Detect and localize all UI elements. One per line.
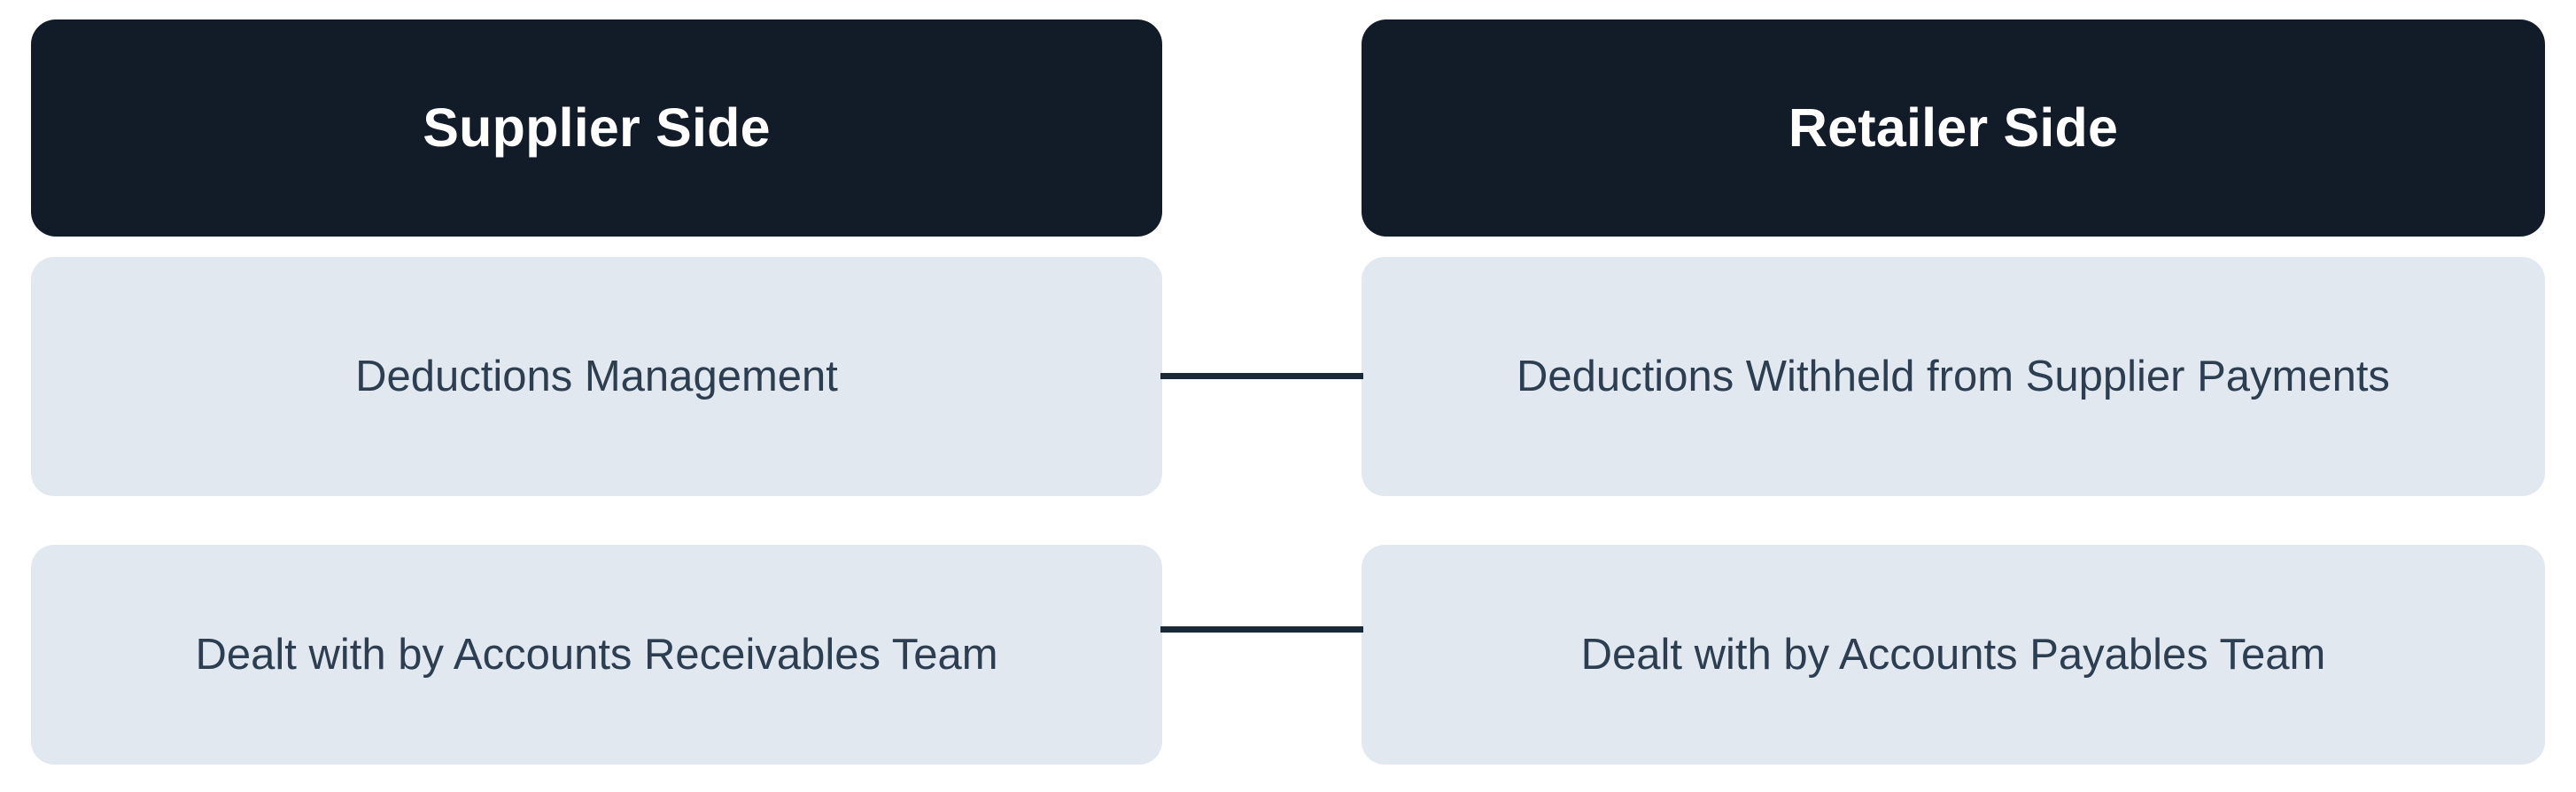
supplier-node-accounts-receivables-team-label: Dealt with by Accounts Receivables Team (195, 630, 998, 679)
retailer-side-header-label: Retailer Side (1788, 97, 2119, 159)
supplier-node-deductions-management-label: Deductions Management (355, 352, 838, 400)
retailer-node-accounts-payables-team-label: Dealt with by Accounts Payables Team (1580, 630, 2326, 679)
supplier-node-accounts-receivables-team: Dealt with by Accounts Receivables Team (31, 545, 1162, 765)
retailer-side-header: Retailer Side (1362, 19, 2545, 237)
supplier-node-deductions-management: Deductions Management (31, 257, 1162, 496)
connector-row-2 (1160, 626, 1363, 633)
supplier-side-header: Supplier Side (31, 19, 1162, 237)
connector-row-1 (1160, 373, 1363, 379)
retailer-node-accounts-payables-team: Dealt with by Accounts Payables Team (1362, 545, 2545, 765)
retailer-node-deductions-withheld-label: Deductions Withheld from Supplier Paymen… (1517, 352, 2390, 400)
retailer-node-deductions-withheld: Deductions Withheld from Supplier Paymen… (1362, 257, 2545, 496)
supplier-side-header-label: Supplier Side (423, 97, 771, 159)
